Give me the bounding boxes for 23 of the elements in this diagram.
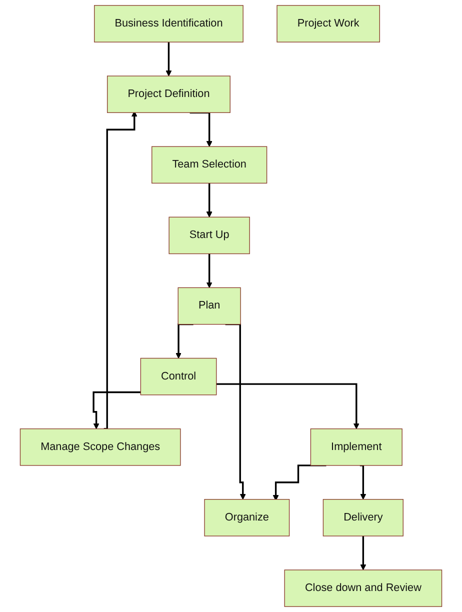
node-box: Close down and Review [284, 570, 442, 607]
arrow [360, 464, 366, 500]
arrow [166, 41, 172, 76]
node-box: Start Up [168, 216, 250, 254]
node-box: Project Definition [107, 76, 230, 113]
arrow [206, 252, 212, 288]
node-box: Team Selection [152, 146, 268, 184]
arrow [225, 323, 246, 500]
arrow [176, 323, 194, 359]
arrow [216, 383, 360, 430]
arrow [92, 391, 141, 430]
arrow [272, 464, 326, 501]
node-box: Organize [204, 499, 290, 536]
node-box: Manage Scope Changes [20, 428, 181, 466]
arrow [206, 182, 212, 218]
node-box: Delivery [322, 499, 404, 536]
arrow [360, 535, 366, 570]
node-box: Business Identification [94, 5, 244, 42]
node-box: Control [140, 358, 217, 396]
arrow [104, 111, 138, 430]
node-box: Project Work [276, 5, 380, 42]
node-box: Plan [178, 287, 241, 325]
node-box: Implement [310, 428, 402, 466]
